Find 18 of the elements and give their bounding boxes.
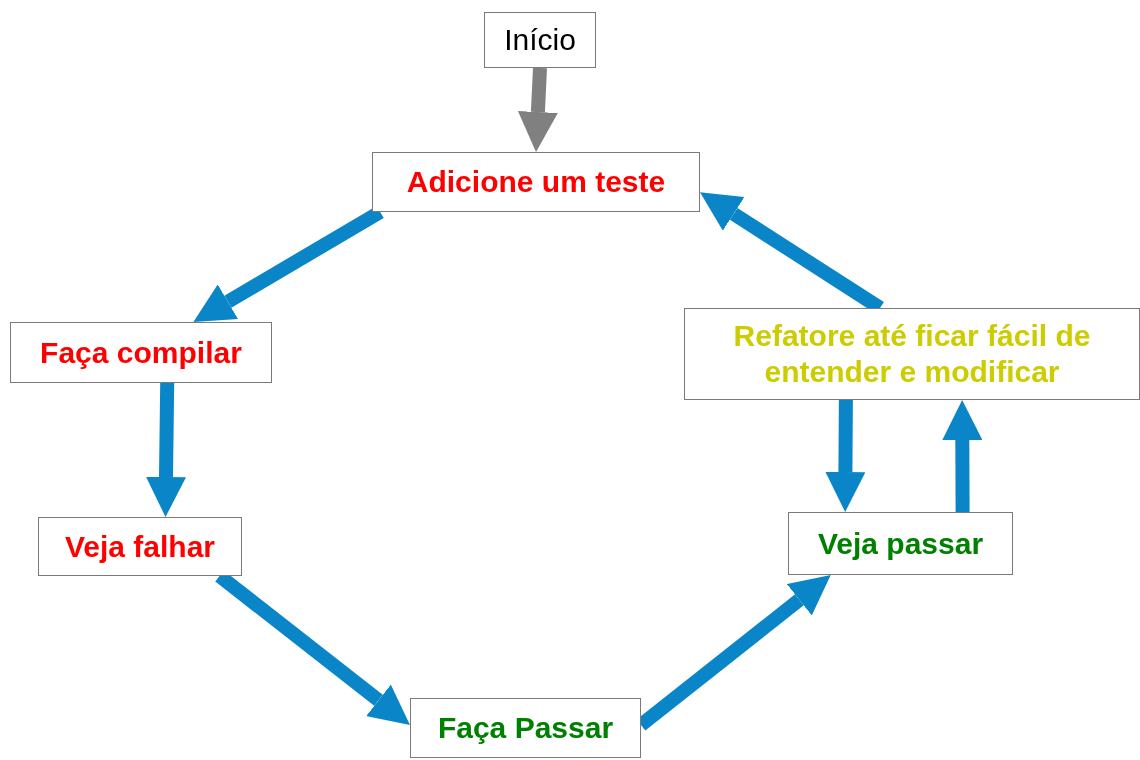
arrow	[825, 399, 866, 512]
arrow	[146, 382, 186, 517]
process-box	[10, 322, 272, 383]
start-box	[484, 12, 596, 68]
box-label: Refatore até ficar fácil de entender e modificar	[732, 318, 1092, 390]
box-label: Início	[504, 22, 576, 58]
box-label: Veja falhar	[64, 528, 216, 565]
arrow	[517, 67, 558, 152]
arrow	[942, 400, 983, 513]
process-box	[38, 517, 242, 576]
process-box	[788, 512, 1013, 575]
process-box	[684, 308, 1140, 400]
box-label: Adicione um teste	[406, 164, 666, 200]
box-label: Faça Passar	[437, 710, 614, 746]
process-box	[410, 698, 641, 758]
box-label: Faça compilar	[40, 334, 242, 371]
box-label: Veja passar	[817, 525, 984, 562]
process-box	[372, 152, 700, 212]
